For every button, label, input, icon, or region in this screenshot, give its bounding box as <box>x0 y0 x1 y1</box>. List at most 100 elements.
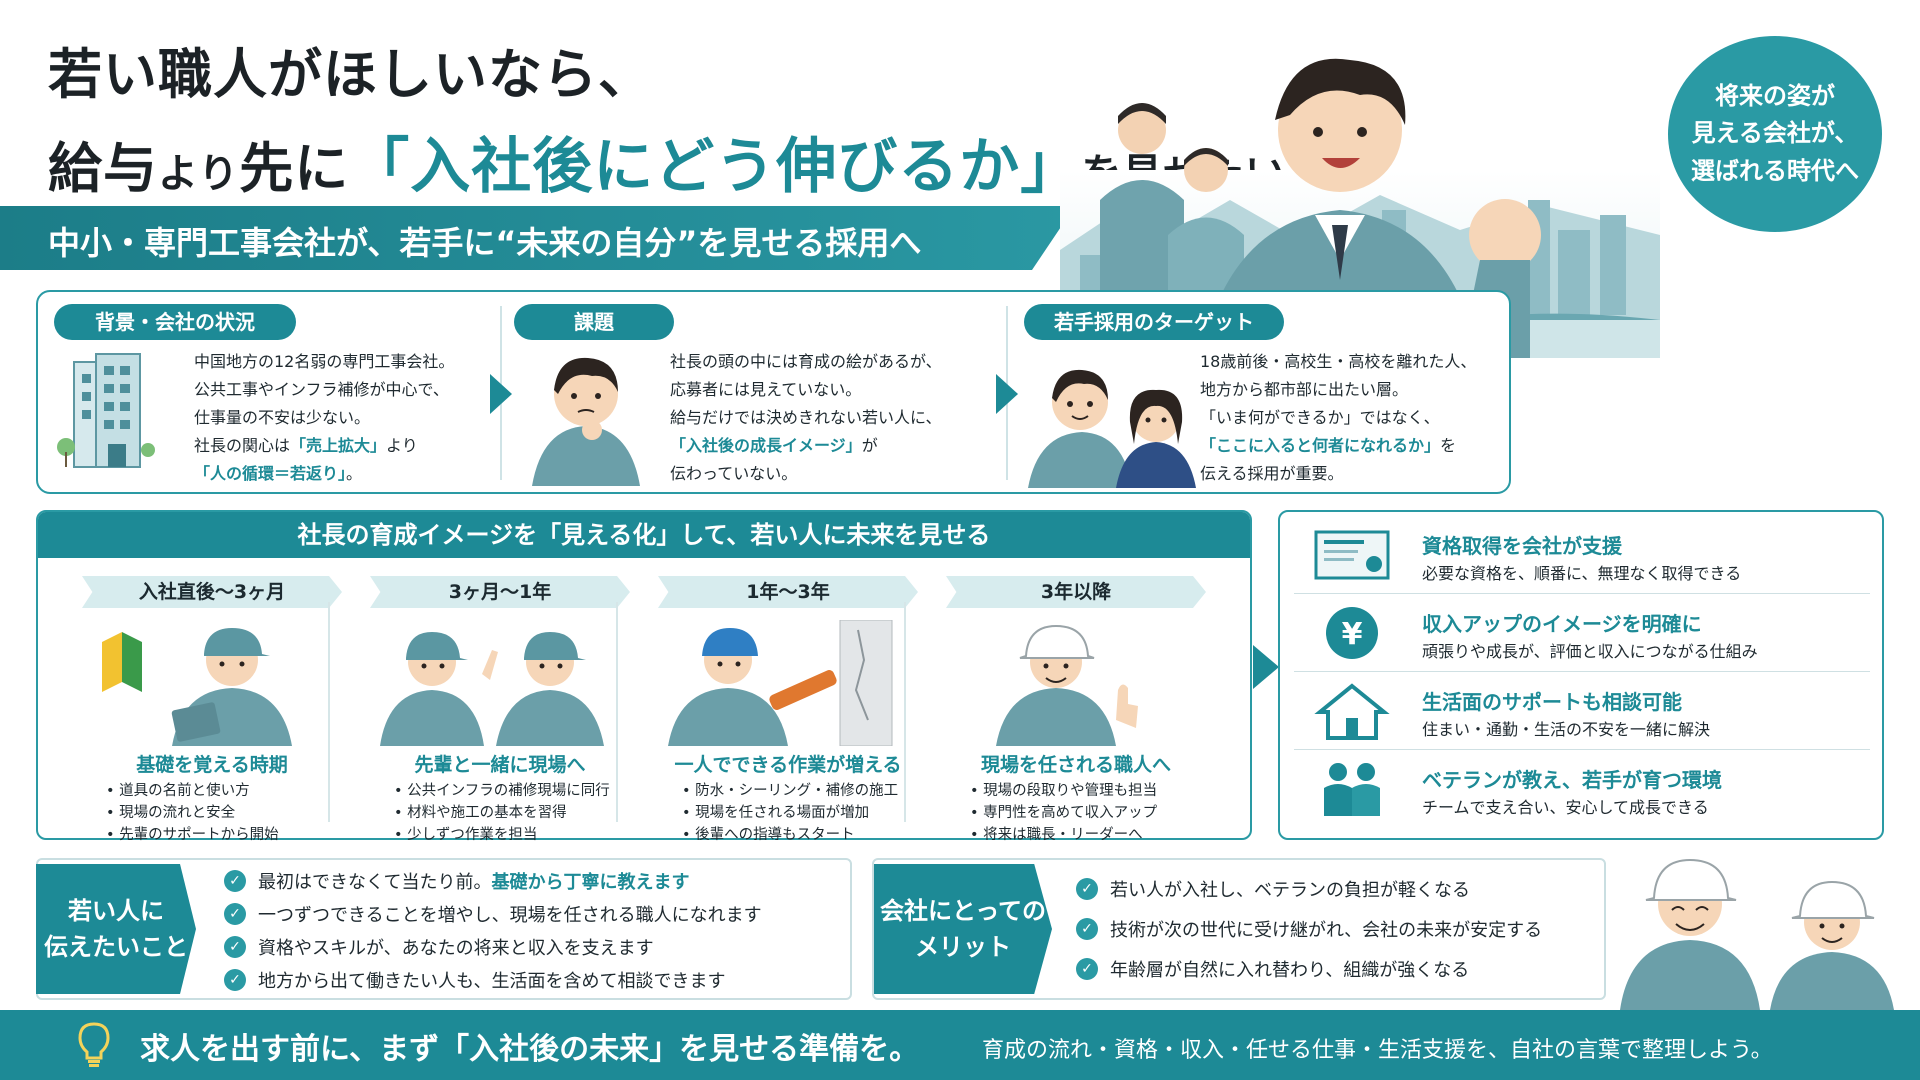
stage-points: 現場の段取りや管理も担当 専門性を高めて収入アップ 将来は職長・リーダーへ <box>970 780 1157 846</box>
benefit-title: 収入アップのイメージを明確に <box>1422 612 1702 636</box>
stages-heading: 社長の育成イメージを「見える化」して、若い人に未来を見せる <box>38 512 1250 558</box>
worker-small-1 <box>1100 103 1184 320</box>
divider <box>904 602 906 822</box>
target-line-2: 地方から都市部に出たい層。 <box>1200 380 1409 399</box>
footer-sub: 育成の流れ・資格・収入・任せる仕事・生活支援を、自社の言葉で整理しよう。 <box>982 1038 1773 1063</box>
title-part-a: 給与 <box>48 137 158 200</box>
stage-point: 現場の段取りや管理も担当 <box>970 780 1157 802</box>
bubble-line-3: 選ばれる時代へ <box>1691 156 1859 185</box>
target-label: 若手採用のターゲット <box>1024 304 1284 340</box>
divider <box>1294 749 1870 750</box>
benefit-row: ¥ 収入アップのイメージを明確に 頑張りや成長が、評価と収入につながる仕組み <box>1294 594 1870 672</box>
arrow-right-icon <box>996 374 1018 414</box>
stage-point: 先輩のサポートから開始 <box>106 824 279 846</box>
stage-point: 公共インフラの補修現場に同行 <box>394 780 610 802</box>
target-line-1: 18歳前後・高校生・高校を離れた人、 <box>1200 352 1477 371</box>
stage-title: 一人でできる作業が増える <box>674 754 902 776</box>
subtitle-banner: 中小・専門工事会社が、若手に“未来の自分”を見せる採用へ <box>0 206 1075 270</box>
stage-card: 3ヶ月〜1年 先輩と一緒に現場へ 公共インフラの補修現場に同行 材料や施工の基本… <box>360 564 650 843</box>
people-icon <box>1324 763 1380 816</box>
check-icon: ✓ <box>224 936 246 958</box>
title-part-c: 先に <box>239 137 350 200</box>
stage-title: 現場を任される職人へ <box>980 754 1171 776</box>
issue-line-5: 伝わっていない。 <box>670 464 798 483</box>
sealing-worker-illustration <box>668 620 893 746</box>
benefit-title: 生活面のサポートも相談可能 <box>1422 690 1682 714</box>
yen-icon: ¥ <box>1326 607 1378 659</box>
stage-card: 1年〜3年 一人でできる作業が増える 防水・シーリング・補修の施工 現場を任され… <box>648 564 938 843</box>
stage-point: 将来は職長・リーダーへ <box>970 824 1157 846</box>
page-title-line1: 若い職人がほしいなら、 <box>48 43 653 106</box>
merit-item: ✓技術が次の世代に受け継がれ、会社の未来が安定する <box>1076 916 1542 942</box>
stage-period: 1年〜3年 <box>658 576 918 608</box>
check-icon: ✓ <box>224 969 246 991</box>
message-tag: 若い人に伝えたいこと <box>36 864 196 994</box>
message-tag-line-1: 若い人に <box>68 897 164 925</box>
background-line-1: 中国地方の12名弱の専門工事会社。 <box>194 352 455 371</box>
merit-item: ✓年齢層が自然に入れ替わり、組織が強くなる <box>1076 956 1469 982</box>
issue-label: 課題 <box>514 304 674 340</box>
issue-line-2: 応募者には見えていない。 <box>670 380 862 399</box>
target-line-4: 「ここに入ると何者になれるか」を <box>1200 436 1457 455</box>
target-line-5: 伝える採用が重要。 <box>1200 464 1344 483</box>
stage-card: 入社直後〜3ヶ月 基礎を覚える時期 道具の名前と使い方 現場の流れと安全 先輩の… <box>72 564 362 843</box>
issue-text: 社長の頭の中には育成の絵があるが、 応募者には見えていない。 給与だけでは決めき… <box>670 348 942 488</box>
check-icon: ✓ <box>224 903 246 925</box>
target-text: 18歳前後・高校生・高校を離れた人、 地方から都市部に出たい層。 「いま何ができ… <box>1200 348 1476 488</box>
stage-period: 3年以降 <box>946 576 1206 608</box>
issue-line-1: 社長の頭の中には育成の絵があるが、 <box>670 352 942 371</box>
check-icon: ✓ <box>1076 878 1098 900</box>
issue-line-3: 給与だけでは決めきれない若い人に、 <box>670 408 942 427</box>
situation-panel: 背景・会社の状況 中国地方の12名弱の専門工事会社。 公共工事やインフラ補修が中… <box>36 290 1511 494</box>
speech-bubble: 将来の姿が 見える会社が、 選ばれる時代へ <box>1668 36 1882 232</box>
stage-point: 現場の流れと安全 <box>106 802 279 824</box>
stage-point: 専門性を高めて収入アップ <box>970 802 1157 824</box>
message-item: ✓一つずつできることを増やし、現場を任される職人になれます <box>224 901 762 927</box>
benefit-desc: チームで支え合い、安心して成長できる <box>1422 798 1709 817</box>
background-label: 背景・会社の状況 <box>54 304 296 340</box>
stage-point: 道具の名前と使い方 <box>106 780 279 802</box>
message-item: ✓地方から出て働きたい人も、生活面を含めて相談できます <box>224 967 725 993</box>
stage-point: 少しずつ作業を担当 <box>394 824 610 846</box>
certificate-icon <box>1314 530 1390 580</box>
benefit-desc: 頑張りや成長が、評価と収入につながる仕組み <box>1422 642 1758 661</box>
benefit-desc: 住まい・通勤・生活の不安を一緒に解決 <box>1422 720 1711 739</box>
merit-tag-line-1: 会社にとっての <box>879 897 1047 925</box>
subtitle: 中小・専門工事会社が、若手に“未来の自分”を見せる採用へ <box>48 224 922 262</box>
merit-tag: 会社にとってのメリット <box>874 864 1052 994</box>
benefit-title: ベテランが教え、若手が育つ環境 <box>1422 768 1722 792</box>
message-item: ✓最初はできなくて当たり前。基礎から丁寧に教えます <box>224 868 689 894</box>
stage-title: 基礎を覚える時期 <box>136 754 288 776</box>
message-item: ✓資格やスキルが、あなたの将来と収入を支えます <box>224 934 654 960</box>
title-part-b: より <box>158 151 240 197</box>
merit-item: ✓若い人が入社し、ベテランの負担が軽くなる <box>1076 876 1470 902</box>
background-text: 中国地方の12名弱の専門工事会社。 公共工事やインフラ補修が中心で、 仕事量の不… <box>194 348 454 488</box>
benefit-title: 資格取得を会社が支援 <box>1422 534 1622 558</box>
bubble-line-2: 見える会社が、 <box>1691 119 1859 148</box>
target-line-3: 「いま何ができるか」ではなく、 <box>1200 408 1440 427</box>
check-icon: ✓ <box>224 870 246 892</box>
house-icon <box>1314 683 1390 740</box>
background-line-5: 「人の循環＝若返り」。 <box>194 464 363 483</box>
benefit-row: 資格取得を会社が支援 必要な資格を、順番に、無理なく取得できる <box>1294 516 1870 594</box>
growth-stages-panel: 社長の育成イメージを「見える化」して、若い人に未来を見せる 入社直後〜3ヶ月 基… <box>36 510 1252 843</box>
background-line-4: 社長の関心は「売上拡大」より <box>194 436 418 455</box>
stage-points: 防水・シーリング・補修の施工 現場を任される場面が増加 後輩への指導もスタート <box>682 780 898 846</box>
title-highlight: 「入社後にどう伸びるか」 <box>349 132 1082 202</box>
benefit-row: ベテランが教え、若手が育つ環境 チームで支え合い、安心して成長できる <box>1294 750 1870 828</box>
check-icon: ✓ <box>1076 958 1098 980</box>
stage-point: 材料や施工の基本を習得 <box>394 802 610 824</box>
background-line-3: 仕事量の不安は少ない。 <box>194 408 371 427</box>
merit-tag-line-2: メリット <box>915 933 1011 961</box>
divider <box>1294 671 1870 672</box>
stage-points: 道具の名前と使い方 現場の流れと安全 先輩のサポートから開始 <box>106 780 279 846</box>
bubble-line-1: 将来の姿が <box>1715 82 1835 111</box>
stage-point: 後輩への指導もスタート <box>682 824 898 846</box>
footer-main: 求人を出す前に、まず「入社後の未来」を見せる準備を。 <box>140 1032 920 1067</box>
stage-points: 公共インフラの補修現場に同行 材料や施工の基本を習得 少しずつ作業を担当 <box>394 780 610 846</box>
lightbulb-icon <box>78 1022 110 1067</box>
stage-period: 3ヶ月〜1年 <box>370 576 630 608</box>
benefit-desc: 必要な資格を、順番に、無理なく取得できる <box>1422 564 1742 583</box>
stage-period: 入社直後〜3ヶ月 <box>82 576 342 608</box>
lead-craftsman-illustration <box>996 624 1138 746</box>
